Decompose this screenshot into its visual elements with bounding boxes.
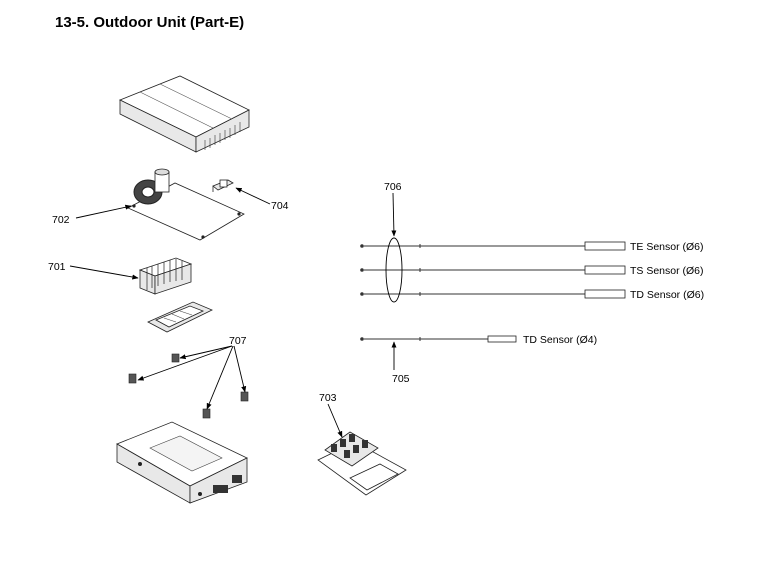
heat-sink-tray-part bbox=[147, 301, 213, 333]
callout-705: 705 bbox=[392, 373, 410, 385]
td-sensor-6-label: TD Sensor (Ø6) bbox=[630, 289, 704, 301]
page-title: 13-5. Outdoor Unit (Part-E) bbox=[55, 14, 245, 31]
td-sensor-6-wire bbox=[360, 289, 626, 299]
callout-704: 704 bbox=[271, 200, 289, 212]
te-sensor-label: TE Sensor (Ø6) bbox=[630, 241, 704, 253]
clip-part bbox=[212, 179, 234, 192]
heat-sink-part bbox=[138, 257, 193, 295]
callout-703: 703 bbox=[319, 392, 337, 404]
leader-lines bbox=[69, 187, 397, 438]
callout-707: 707 bbox=[229, 335, 247, 347]
td-sensor-4-label: TD Sensor (Ø4) bbox=[523, 334, 597, 346]
ts-sensor-label: TS Sensor (Ø6) bbox=[630, 265, 704, 277]
callout-702: 702 bbox=[52, 214, 70, 226]
small-holder-parts bbox=[128, 353, 249, 419]
te-sensor-wire bbox=[360, 241, 626, 251]
terminal-block-part bbox=[317, 431, 407, 496]
pcb-with-reactor-part bbox=[127, 168, 245, 241]
callout-706: 706 bbox=[384, 181, 402, 193]
callout-701: 701 bbox=[48, 261, 66, 273]
ts-sensor-wire bbox=[360, 265, 626, 275]
sensor-group-ellipse bbox=[385, 237, 403, 303]
electrical-base-box-part bbox=[116, 421, 248, 504]
top-cover-part bbox=[119, 75, 250, 153]
td-sensor-4-wire bbox=[360, 335, 517, 343]
